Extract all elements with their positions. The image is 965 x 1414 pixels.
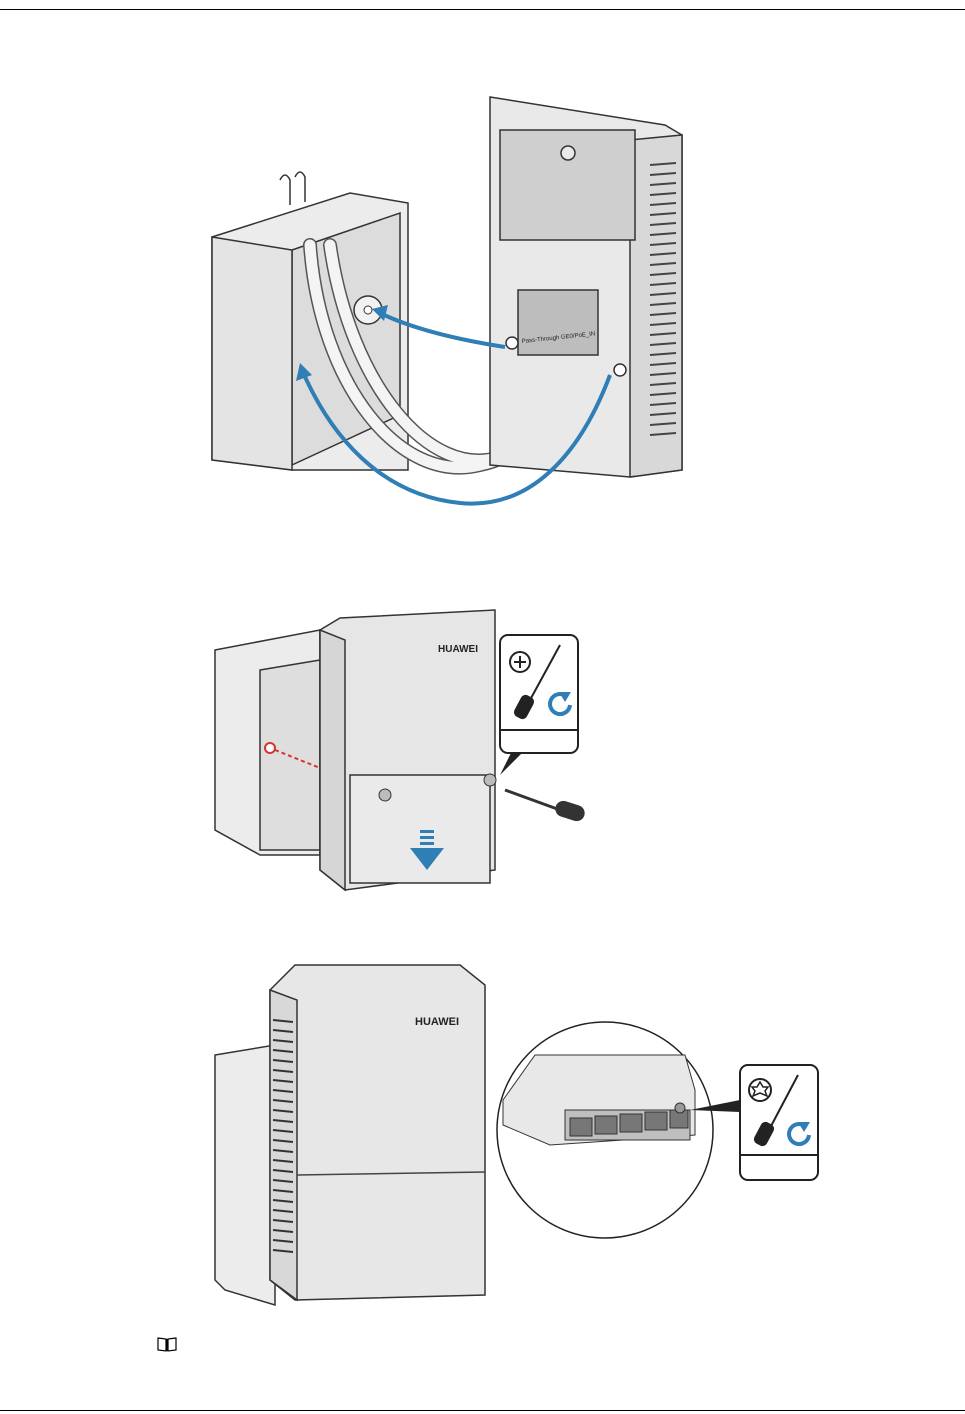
brand-logo: HUAWEI	[415, 1016, 459, 1028]
torx-screw	[675, 1103, 685, 1113]
figure-cable-routing: Pass-Through GE0/PoE_IN	[200, 85, 700, 510]
mounting-hole	[265, 743, 275, 753]
footer-rule	[0, 1410, 965, 1411]
screwdriver	[505, 790, 587, 823]
junction-box	[215, 630, 320, 855]
junction-box	[215, 1045, 275, 1305]
tool-callout	[500, 635, 578, 775]
torx-locking-illustration: HUAWEI	[205, 960, 835, 1315]
cable-routing-illustration: Pass-Through GE0/PoE_IN	[200, 85, 700, 510]
figure-torx-locking: HUAWEI	[205, 960, 835, 1315]
note-book-icon	[157, 1336, 177, 1352]
figure-screw-mounting: HUAWEI	[205, 600, 590, 900]
ap-back-panel	[490, 97, 682, 477]
screw-mounting-illustration: HUAWEI	[205, 600, 590, 900]
header-rule	[0, 9, 965, 10]
brand-logo: HUAWEI	[438, 644, 478, 655]
magnified-ports-view	[497, 1022, 713, 1238]
tool-callout	[740, 1065, 818, 1180]
